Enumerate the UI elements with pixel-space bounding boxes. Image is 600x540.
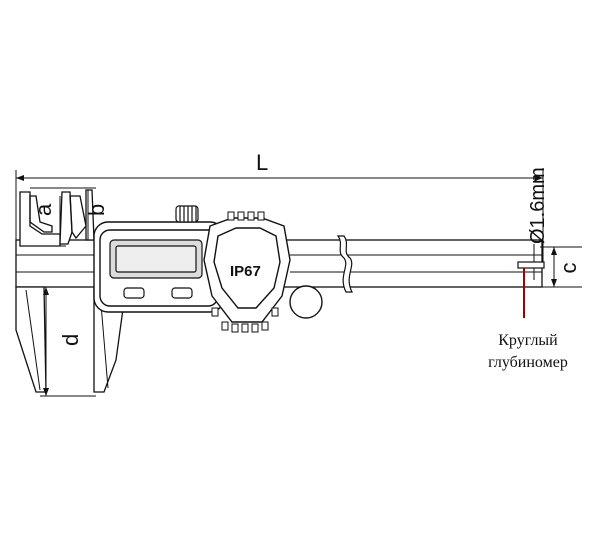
dimension-a — [30, 187, 96, 247]
dimension-d — [40, 286, 96, 397]
dimension-b-label: b — [84, 204, 109, 216]
callout-line-2: глубиномер — [488, 354, 568, 371]
lcd-display — [109, 239, 203, 279]
display-button-right — [171, 287, 193, 299]
rating-badge: IP67 — [230, 263, 261, 280]
dimension-a-label: a — [31, 203, 56, 216]
length-label: L — [256, 150, 268, 175]
fixed-jaw — [15, 191, 61, 393]
thumb-roller — [289, 285, 323, 319]
callout-line-1: Круглый — [498, 332, 558, 349]
depth-rod-callout: Круглый глубиномер — [458, 330, 598, 374]
top-adjust-knob — [175, 205, 199, 223]
display-button-left — [123, 287, 145, 299]
beam-break — [336, 235, 353, 293]
shield-serrations — [211, 211, 279, 333]
dimension-d-label: d — [58, 334, 83, 346]
diameter-label: Ø1.6mm — [527, 167, 549, 244]
depth-rod — [517, 261, 545, 269]
dimension-c — [540, 246, 582, 288]
dimension-c-label: c — [556, 263, 581, 274]
